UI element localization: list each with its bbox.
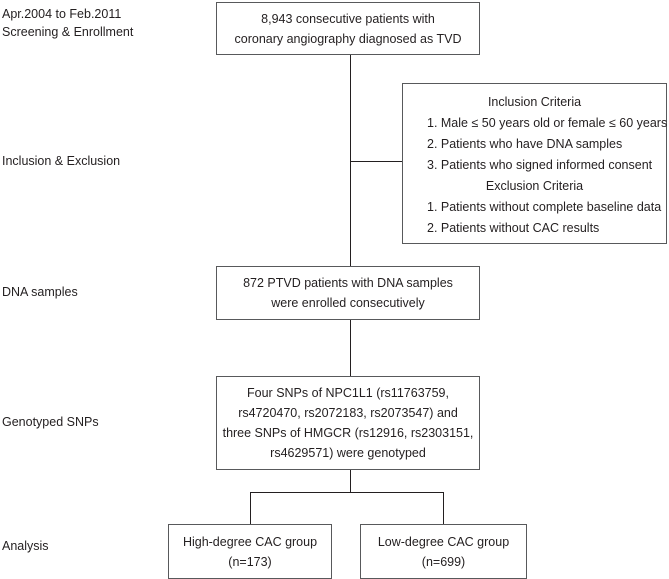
connector-genotyped-stem: [350, 470, 351, 492]
criteria-inclusion-heading: Inclusion Criteria: [487, 95, 582, 109]
node-enrollment-line-2: coronary angiography diagnosed as TVD: [234, 31, 462, 46]
node-enrollment-line-1: 8,943 consecutive patients with: [261, 11, 435, 26]
stage-label-dna-samples: DNA samples: [2, 285, 78, 299]
node-high-group-line-2: (n=173): [228, 554, 272, 569]
stage-label-genotyped-snps: Genotyped SNPs: [2, 415, 99, 429]
node-genotyped-line-2: rs4720470, rs2072183, rs2073547) and: [238, 406, 458, 420]
connector-split-bar: [250, 492, 444, 493]
stage-label-inclusion: Inclusion & Exclusion: [2, 154, 121, 168]
node-genotyped-snps: Four SNPs of NPC1L1 (rs11763759, rs47204…: [216, 376, 480, 470]
criteria-inclusion-item-1: 1. Male ≤ 50 years old or female ≤ 60 ye…: [427, 116, 668, 130]
criteria-exclusion-heading: Exclusion Criteria: [485, 179, 584, 193]
connector-to-high-group: [250, 492, 251, 524]
node-dna-samples-line-2: were enrolled consecutively: [271, 296, 425, 310]
node-low-group-line-2: (n=699): [421, 554, 466, 569]
node-enrollment: 8,943 consecutive patients with coronary…: [216, 2, 480, 55]
node-genotyped-line-1: Four SNPs of NPC1L1 (rs11763759,: [247, 386, 449, 400]
criteria-inclusion-item-2: 2. Patients who have DNA samples: [427, 137, 623, 151]
node-genotyped-line-4: rs4629571) were genotyped: [270, 446, 426, 460]
connector-enrollment-to-dna: [350, 55, 351, 266]
criteria-inclusion-item-3: 3. Patients who signed informed consent: [427, 158, 653, 172]
node-criteria: Inclusion Criteria 1. Male ≤ 50 years ol…: [402, 83, 667, 244]
node-high-degree-cac-group: High-degree CAC group (n=173): [168, 524, 332, 579]
node-dna-samples: 872 PTVD patients with DNA samples were …: [216, 266, 480, 320]
criteria-exclusion-item-2: 2. Patients without CAC results: [427, 221, 600, 235]
stage-label-screening: Apr.2004 to Feb.2011 Screening & Enrollm…: [2, 7, 134, 39]
criteria-exclusion-item-1: 1. Patients without complete baseline da…: [427, 200, 662, 214]
node-dna-samples-line-1: 872 PTVD patients with DNA samples: [243, 276, 453, 290]
node-genotyped-line-3: three SNPs of HMGCR (rs12916, rs2303151,: [222, 426, 474, 440]
node-low-group-line-1: Low-degree CAC group: [377, 534, 510, 549]
node-high-group-line-1: High-degree CAC group: [182, 534, 318, 549]
connector-trunk-to-criteria: [350, 161, 403, 162]
connector-to-low-group: [443, 492, 444, 524]
node-low-degree-cac-group: Low-degree CAC group (n=699): [360, 524, 527, 579]
connector-dna-to-genotyped: [350, 320, 351, 376]
stage-label-analysis: Analysis: [2, 539, 49, 553]
